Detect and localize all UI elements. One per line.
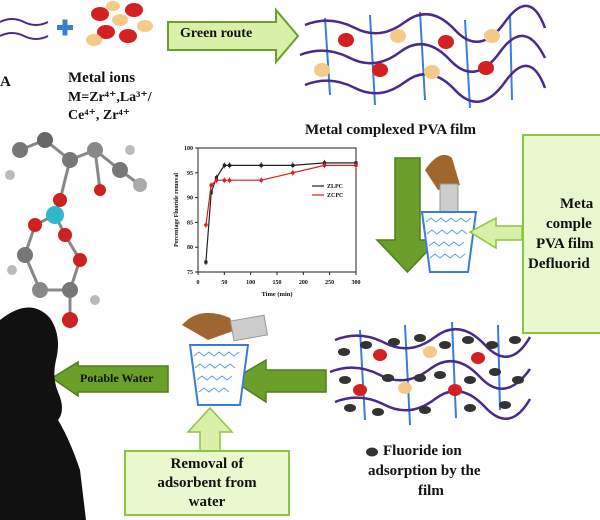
left-arrow-bottom (230, 358, 327, 404)
molecular-structure (5, 132, 147, 328)
x-tick-label-1: 50 (221, 280, 227, 286)
point-zcpc-7 (322, 163, 327, 168)
right-box-line-1: Meta (560, 196, 594, 212)
pva-strands-left (0, 18, 49, 40)
person-silhouette (0, 307, 86, 520)
removal-box: Removal of adsorbent from water (124, 450, 290, 516)
removal-line-1: Removal of (170, 456, 244, 472)
cup-with-film (420, 154, 478, 273)
metal-ions-formula-line1: M=Zr⁴⁺,La³⁺/ (68, 90, 152, 105)
potable-water-arrow (50, 360, 169, 398)
x-tick-label-4: 200 (299, 280, 308, 286)
legend-label-zcpc: ZCPC (327, 193, 343, 199)
point-zcpc-0 (204, 223, 208, 227)
y-tick-label-5: 100 (184, 146, 193, 152)
green-route-label: Green route (180, 26, 253, 41)
plus-icon (57, 19, 73, 36)
point-zcpc-6 (291, 171, 295, 175)
potable-water-label: Potable Water (80, 371, 154, 385)
x-tick-label-6: 300 (352, 280, 361, 286)
point-zlpc-0 (204, 260, 208, 264)
fluoride-legend-line-3: film (418, 483, 444, 499)
point-zcpc-2 (214, 178, 219, 183)
x-tick-label-3: 150 (273, 280, 282, 286)
right-box-line-3: PVA film (536, 236, 594, 252)
legend-label-zlpc: ZLPC (327, 184, 343, 190)
removal-line-2: adsorbent from (157, 475, 257, 491)
fluoride-film-network (329, 321, 532, 426)
fluoride-legend-line-1: Fluoride ion (383, 443, 462, 459)
y-axis-label: Percentage Fluoride removal (174, 173, 180, 247)
right-info-box: Meta comple PVA film Defluorid (522, 134, 600, 334)
cup-bottom (182, 312, 269, 406)
metal-ion-cluster (86, 1, 153, 46)
point-zcpc-1 (209, 183, 213, 187)
point-zlpc-3 (222, 163, 226, 167)
fluoride-legend-dot (366, 447, 378, 457)
point-zlpc-1 (209, 191, 213, 195)
film-title: Metal complexed PVA film (305, 122, 476, 138)
x-tick-label-0: 0 (197, 280, 200, 286)
y-tick-label-1: 80 (187, 245, 193, 251)
partial-letter: A (0, 74, 11, 90)
pva-film-network (299, 4, 547, 109)
x-tick-label-5: 250 (325, 280, 334, 286)
point-zcpc-8 (354, 163, 358, 168)
point-zlpc-6 (291, 163, 295, 167)
left-arrow-light (468, 216, 523, 250)
green-route-arrow (167, 7, 300, 65)
metal-ions-title: Metal ions (68, 70, 136, 86)
up-arrow-light (186, 406, 234, 453)
series-line-zlpc (205, 162, 356, 263)
y-tick-label-4: 95 (187, 171, 193, 177)
y-tick-label-2: 85 (187, 220, 193, 226)
x-tick-label-2: 100 (246, 280, 255, 286)
y-tick-label-3: 90 (187, 196, 193, 202)
point-zlpc-4 (228, 163, 232, 167)
right-box-line-2: comple (546, 216, 592, 232)
point-zcpc-3 (222, 178, 227, 183)
down-arrow (375, 157, 440, 274)
y-tick-label-0: 75 (187, 270, 193, 276)
metal-ions-formula-line2: Ce⁴⁺, Zr⁴⁺ (68, 108, 131, 123)
fluoride-legend-line-2: adsorption by the (368, 463, 481, 479)
point-zcpc-5 (259, 178, 263, 183)
point-zcpc-4 (227, 178, 232, 183)
right-box-line-4: Defluorid (528, 256, 590, 272)
plot-frame (197, 147, 357, 273)
x-axis-label: Time (min) (261, 291, 292, 298)
point-zlpc-5 (259, 163, 263, 167)
removal-line-3: water (188, 494, 226, 510)
